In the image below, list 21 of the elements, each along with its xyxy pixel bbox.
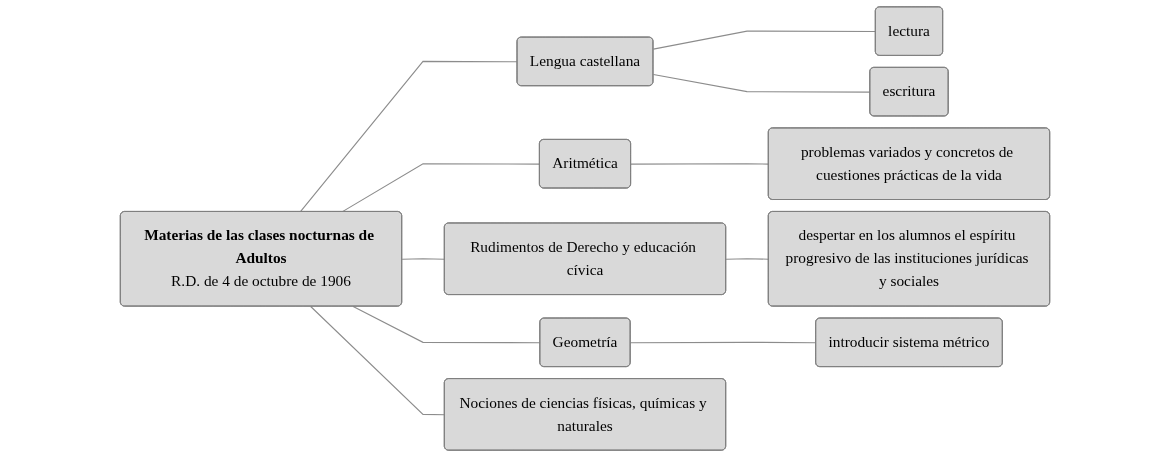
- connector-line: [630, 341, 817, 344]
- connector-line: [630, 163, 770, 165]
- connector-line: [401, 258, 446, 260]
- connector-line: [652, 73, 871, 93]
- connector-line: [310, 305, 446, 416]
- topic-box: despertar en los alumnos el espíritu progresivo de las instituciones jurídicas y sociales: [767, 211, 1051, 307]
- topic-box: Nociones de ciencias físicas, químicas y naturales: [443, 378, 727, 451]
- connector-line: [299, 60, 518, 213]
- topic-box: Lengua castellana: [516, 36, 654, 87]
- connector-line: [352, 305, 541, 344]
- topic-box: Rudimentos de Derecho y educación cívica: [443, 222, 727, 295]
- topic-box: Geometría: [539, 317, 631, 368]
- connector-line: [652, 30, 877, 50]
- topic-box: lectura: [874, 6, 944, 56]
- topic-box: introducir sistema métrico: [815, 317, 1003, 368]
- topic-box: problemas variados y concretos de cuestiones prácticas de la vida: [767, 127, 1051, 200]
- connector-line: [725, 258, 770, 260]
- connector-line: [341, 163, 541, 213]
- topic-box: escritura: [869, 66, 949, 117]
- topic-box: Aritmética: [538, 138, 632, 189]
- topic-box: Materias de las clases nocturnas de Adultos R.D. de 4 de octubre de 1906: [119, 211, 403, 307]
